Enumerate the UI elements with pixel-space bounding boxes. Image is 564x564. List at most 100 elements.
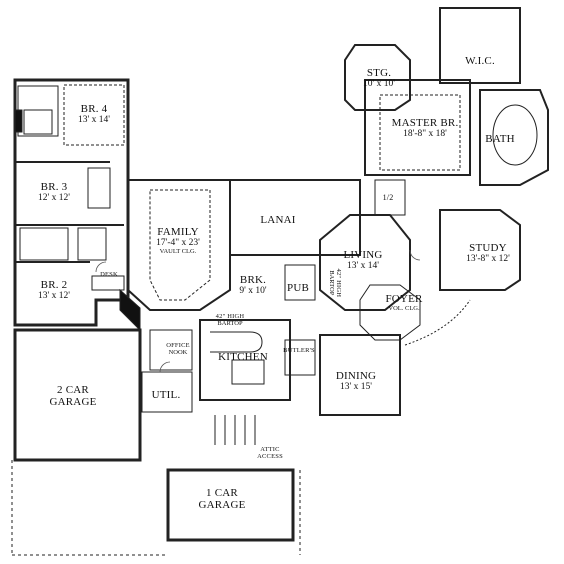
room-family-note: VAULT CLG. <box>159 247 197 255</box>
label-bartop-2-text: 42" HIGH <box>334 268 342 298</box>
wall-column-left <box>14 109 23 133</box>
room-br4: BR. 4 13' x 14' <box>78 103 110 126</box>
room-pub: PUB <box>287 282 309 295</box>
room-kitchen: KITCHEN <box>218 351 268 364</box>
room-garage-1: 1 CAR GARAGE <box>198 487 246 511</box>
room-study-name: STUDY <box>469 242 507 254</box>
label-bartop-1: 42" HIGH BARTOP <box>215 313 245 328</box>
room-dining: DINING 13' x 15' <box>335 370 377 393</box>
room-butlers-name: BUTLER'S <box>283 347 315 354</box>
room-brk-dims: 9' x 10' <box>239 285 267 296</box>
room-master-name: MASTER BR. <box>391 117 459 129</box>
room-br4-dims: 13' x 14' <box>78 114 110 125</box>
kitchen-area <box>199 319 291 401</box>
label-bartop-2: 42" HIGH BARTOP <box>327 268 342 298</box>
foyer-entry-arc <box>404 299 471 346</box>
room-wic: W.I.C. <box>465 55 495 68</box>
door-swing-1 <box>95 261 107 273</box>
room-stg-name: STG. <box>366 67 392 79</box>
room-garage-2-dims: GARAGE <box>49 395 97 408</box>
kitchen-island <box>231 359 265 385</box>
label-bartop-1-note: BARTOP <box>217 319 243 327</box>
wall-br4 <box>63 84 125 146</box>
label-attic-note: ACCESS <box>257 452 283 460</box>
room-util: UTIL. <box>151 389 181 402</box>
room-living-name: LIVING <box>343 249 383 261</box>
family-vault <box>149 189 211 301</box>
office-nook <box>149 329 193 371</box>
lanai-area <box>229 179 361 256</box>
room-brk-name: BRK. <box>239 274 267 286</box>
room-butlers: BUTLER'S <box>283 347 315 355</box>
room-lanai-name: LANAI <box>260 214 296 226</box>
room-half-bath: 1/2 <box>382 193 394 202</box>
half-bath <box>374 179 406 216</box>
room-study-dims: 13'-8" x 12' <box>466 253 510 264</box>
room-dining-name: DINING <box>335 370 377 382</box>
room-bath: BATH <box>485 133 515 146</box>
room-office-note: NOOK <box>168 348 188 356</box>
storage-octagon <box>344 44 411 111</box>
garage-1-car <box>166 468 295 542</box>
room-foyer-name: FOYER <box>385 293 423 305</box>
room-living-dims: 13' x 14' <box>347 260 379 271</box>
room-brk: BRK. 9' x 10' <box>239 274 267 297</box>
room-office-nook: OFFICE NOOK <box>166 342 190 357</box>
room-br3: BR. 3 12' x 12' <box>38 181 70 204</box>
room-garage-1-name: 1 CAR <box>206 487 238 499</box>
room-br3-dims: 12' x 12' <box>38 192 70 203</box>
label-bartop-1-text: 42" HIGH <box>215 313 245 320</box>
room-br4-name: BR. 4 <box>80 103 108 115</box>
master-bath <box>479 89 549 186</box>
bath-shared <box>19 227 69 261</box>
tub-br4 <box>23 109 53 135</box>
room-kitchen-name: KITCHEN <box>218 351 268 363</box>
room-bath-name: BATH <box>485 133 515 145</box>
label-attic: ATTIC ACCESS <box>257 446 283 461</box>
room-br2-name: BR. 2 <box>40 279 68 291</box>
room-desk: DESK <box>100 271 118 279</box>
room-garage-2-name: 2 CAR <box>57 384 89 396</box>
room-pub-name: PUB <box>287 282 309 294</box>
room-family: FAMILY 17'-4" x 23' VAULT CLG. <box>156 226 200 255</box>
walk-in-closet <box>439 7 521 84</box>
room-stg-dims: 10' x 10' <box>363 78 395 89</box>
room-dining-dims: 13' x 15' <box>340 381 372 392</box>
room-garage-2: 2 CAR GARAGE <box>49 384 97 408</box>
door-swing-2 <box>159 361 171 373</box>
room-half-bath-name: 1/2 <box>382 193 394 202</box>
room-office-name: OFFICE <box>166 342 190 349</box>
butlers-pantry <box>284 339 316 376</box>
room-garage-1-dims: GARAGE <box>198 498 246 511</box>
living-room <box>319 214 411 311</box>
closet-br3-a <box>87 167 111 209</box>
room-br2-dims: 13' x 12' <box>38 290 70 301</box>
pub-room <box>284 264 316 301</box>
room-foyer-note: VOL. CLG. <box>388 304 420 312</box>
utility-room <box>141 371 193 413</box>
closet-br2 <box>77 227 107 261</box>
room-family-name: FAMILY <box>157 226 199 238</box>
room-desk-name: DESK <box>100 271 118 278</box>
wall-wedge-family <box>119 288 141 332</box>
room-br2: BR. 2 13' x 12' <box>38 279 70 302</box>
master-bedroom <box>364 79 471 176</box>
room-family-dims: 17'-4" x 23' <box>156 237 200 248</box>
bath-tub <box>492 104 538 166</box>
room-master-dims: 18'-8" x 18' <box>403 128 447 139</box>
exterior-wall-bedroom-wing <box>13 78 130 327</box>
master-bed-inner <box>379 94 461 171</box>
desk-box <box>91 275 125 291</box>
dining-room <box>319 334 401 416</box>
study-room <box>439 209 521 291</box>
room-master: MASTER BR. 18'-8" x 18' <box>391 117 459 140</box>
room-util-name: UTIL. <box>151 389 181 401</box>
room-study: STUDY 13'-8" x 12' <box>466 242 510 265</box>
room-stg: STG. 10' x 10' <box>363 67 395 90</box>
bartop-curve <box>210 331 263 353</box>
door-swing-3 <box>409 249 421 261</box>
room-foyer: FOYER VOL. CLG. <box>385 293 423 312</box>
label-bartop-2-note: BARTOP <box>328 270 335 296</box>
room-living: LIVING 13' x 14' <box>343 249 383 272</box>
